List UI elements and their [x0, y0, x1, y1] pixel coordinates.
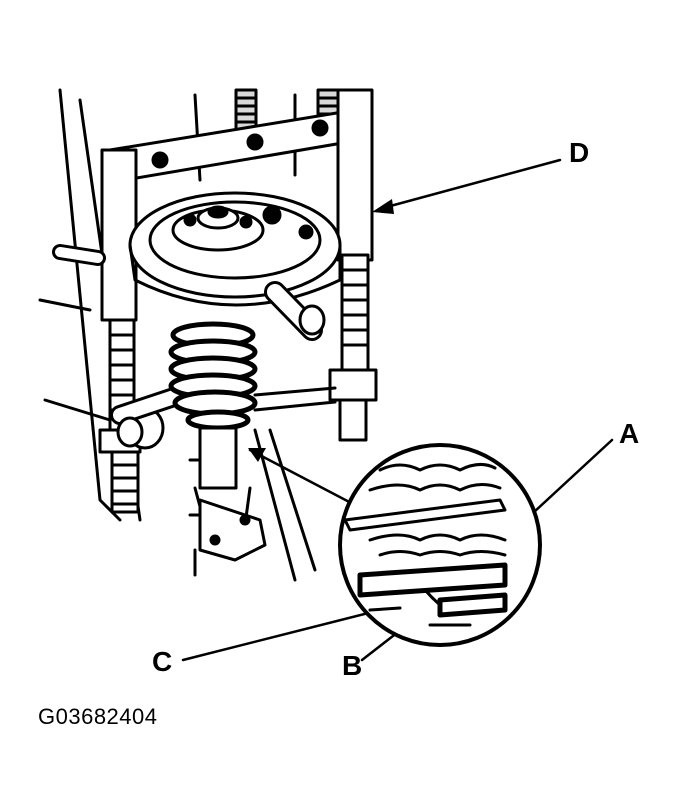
handle-left: [52, 244, 106, 266]
left-post: [98, 148, 142, 514]
right-post: [328, 88, 378, 442]
strut-top-mount: [171, 205, 265, 252]
callout-c-label: C: [152, 646, 173, 677]
figure-id-label: G03682404: [38, 704, 158, 729]
strut-body: [188, 426, 317, 582]
callout-b-label: B: [342, 650, 363, 681]
lower-arms: [110, 383, 337, 450]
detail-circle: [338, 443, 542, 647]
handle-right: [264, 281, 326, 341]
callout-a-label: A: [619, 418, 640, 449]
callout-d-label: D: [569, 137, 590, 168]
coil-spring: [168, 321, 258, 431]
